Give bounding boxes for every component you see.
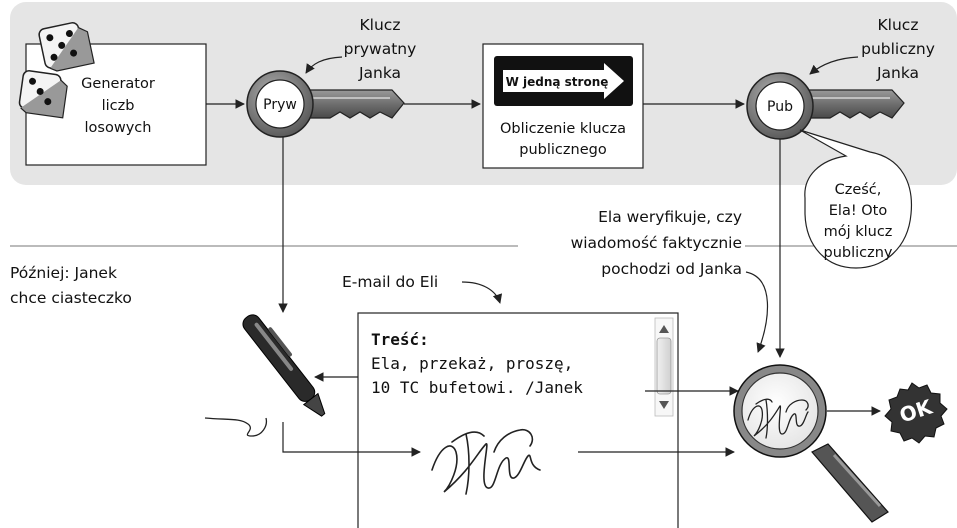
signature-in-magnifier bbox=[747, 398, 809, 439]
later-caption-line2: chce ciasteczko bbox=[10, 289, 132, 307]
public-key-caption-line1: Klucz bbox=[878, 16, 919, 34]
ok-badge: OK bbox=[884, 382, 948, 444]
verify-caption-line2: wiadomość faktycznie bbox=[571, 234, 742, 252]
arrow-pen-to-signature bbox=[282, 422, 421, 457]
email-caption-text: E-mail do Eli bbox=[342, 273, 438, 291]
public-key-icon: Pub bbox=[746, 72, 905, 140]
scroll-thumb[interactable] bbox=[656, 337, 672, 395]
email-scrollbar[interactable] bbox=[654, 317, 674, 417]
speech-bubble-line2: Ela! Oto bbox=[829, 203, 888, 219]
public-key-badge: Pub bbox=[767, 99, 793, 115]
email-body-line1: Ela, przekaż, proszę, bbox=[371, 354, 573, 373]
generator-line2: liczb bbox=[102, 98, 135, 114]
speech-bubble: Cześć, Ela! Oto mój klucz publiczny bbox=[799, 129, 913, 269]
email-caption: E-mail do Eli bbox=[342, 273, 503, 304]
signature-in-email bbox=[431, 428, 541, 495]
one-way-sign: W jedną stronę bbox=[494, 56, 633, 106]
later-caption: Później: Janek chce ciasteczko bbox=[10, 264, 132, 307]
public-key-caption: Klucz publiczny Janka bbox=[809, 16, 935, 82]
speech-bubble-line4: publiczny bbox=[823, 245, 892, 261]
speech-bubble-line1: Cześć, bbox=[835, 182, 882, 198]
one-way-sign-text: W jedną stronę bbox=[506, 75, 609, 89]
private-key-badge: Pryw bbox=[263, 97, 297, 113]
scroll-up-arrow-icon[interactable] bbox=[659, 325, 669, 333]
generator-line1: Generator bbox=[81, 76, 155, 92]
private-key-icon: Pryw bbox=[246, 70, 405, 138]
private-key-caption: Klucz prywatny Janka bbox=[305, 16, 417, 82]
computation-box: W jedną stronę Obliczenie klucza publicz… bbox=[482, 43, 644, 169]
public-key-caption-line2: publiczny bbox=[861, 40, 935, 58]
pen-icon bbox=[204, 314, 326, 437]
computation-line2: publicznego bbox=[519, 142, 607, 158]
magnifier-icon bbox=[733, 364, 889, 523]
email-heading: Treść: bbox=[371, 330, 429, 349]
email-body-line2: 10 TC bufetowi. /Janek bbox=[371, 378, 583, 397]
verify-caption-line1: Ela weryfikuje, czy bbox=[598, 208, 742, 226]
private-key-caption-line2: prywatny bbox=[344, 40, 417, 58]
public-key-caption-line3: Janka bbox=[876, 64, 919, 82]
private-key-caption-line3: Janka bbox=[358, 64, 401, 82]
dice-icon bbox=[18, 22, 95, 119]
later-caption-line1: Później: Janek bbox=[10, 264, 117, 282]
computation-line1: Obliczenie klucza bbox=[500, 121, 626, 137]
generator-line3: losowych bbox=[85, 120, 152, 136]
email-window: Treść: Ela, przekaż, proszę, 10 TC bufet… bbox=[357, 312, 679, 528]
scroll-down-arrow-icon[interactable] bbox=[659, 401, 669, 409]
private-key-caption-line1: Klucz bbox=[360, 16, 401, 34]
verify-caption-line3: pochodzi od Janka bbox=[601, 260, 742, 278]
speech-bubble-line3: mój klucz bbox=[824, 224, 893, 240]
verify-caption: Ela weryfikuje, czy wiadomość faktycznie… bbox=[571, 208, 769, 353]
